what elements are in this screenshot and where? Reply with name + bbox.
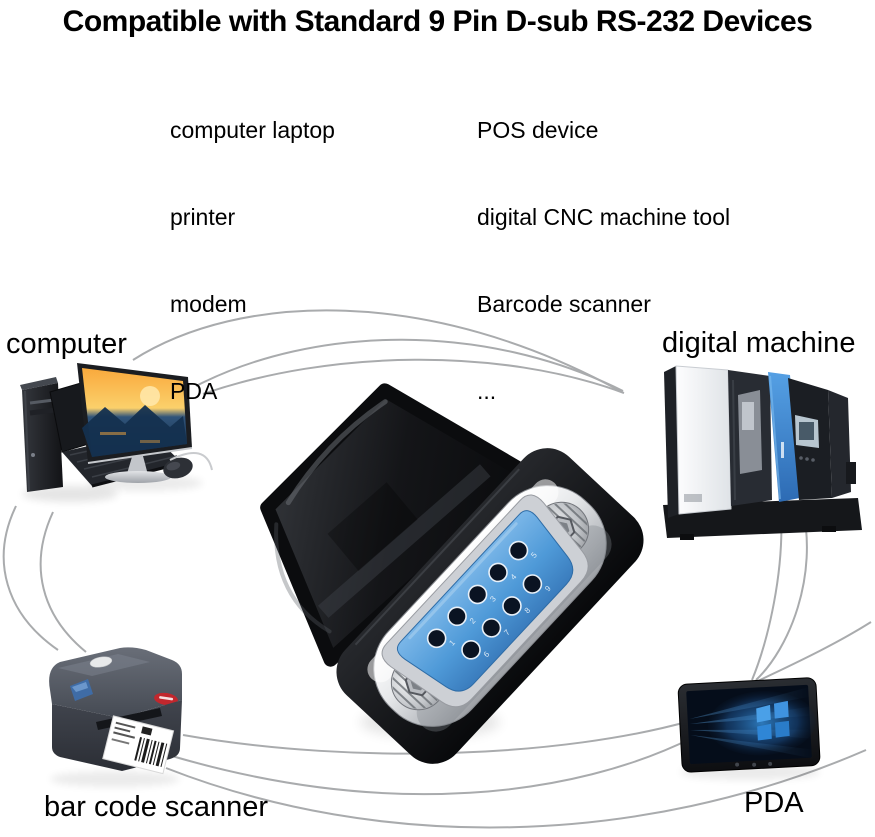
digital-machine-label: digital machine [662,327,856,359]
arc-computer-machine [132,309,623,393]
pin-number: 9 [543,584,553,594]
compat-list-left: computer laptop printer modem PDA [170,58,335,464]
compat-item: printer [170,204,236,230]
monitor-base [105,471,171,483]
pda-image [677,677,821,780]
compat-item: PDA [170,378,218,404]
pin-number: 8 [523,605,533,615]
arc-printer-pda [165,749,867,829]
arc-computer-machine [195,338,624,392]
computer-image [20,363,213,502]
desktop-tower [20,377,63,492]
machine-white-cabinet [675,365,732,515]
pin-number: 4 [509,572,519,582]
compat-item: ... [477,378,497,404]
pda-label: PDA [744,787,804,819]
arc-machine-pda [757,621,872,682]
compat-list-right: POS device digital CNC machine tool Barc… [477,58,730,464]
barcode [134,736,168,768]
digital-machine-image [663,365,862,540]
compat-item: POS device [477,117,599,143]
computer-label: computer [6,328,127,360]
compat-item: Barcode scanner [477,291,651,317]
pin-number: 3 [488,594,498,604]
printer-label-paper [102,715,175,775]
compat-item: computer laptop [170,117,335,143]
barcode-scanner-label: bar code scanner [44,791,269,823]
arc-printer-pda [171,737,693,796]
compat-item: modem [170,291,247,317]
page-title: Compatible with Standard 9 Pin D-sub RS-… [62,5,813,38]
pin-number: 5 [529,550,539,560]
pin-number: 7 [502,627,512,637]
printer-top-slot [89,656,113,668]
monitor [77,363,193,483]
pin-holes [426,540,543,660]
barcode-printer-image [49,647,182,787]
mouse [163,457,193,479]
pin-number: 1 [447,638,457,648]
pin-number: 2 [468,616,478,626]
arc-computer-printer [39,511,87,653]
arc-computer-printer [2,505,59,651]
windows-logo [756,700,790,741]
db9-adapter-image: 1 2 3 4 5 6 7 8 9 [260,383,644,764]
compat-item: digital CNC machine tool [477,204,731,230]
pin-number: 6 [482,649,492,659]
arc-computer-machine [202,358,625,395]
pin-numbers: 1 2 3 4 5 6 7 8 9 [447,550,553,659]
